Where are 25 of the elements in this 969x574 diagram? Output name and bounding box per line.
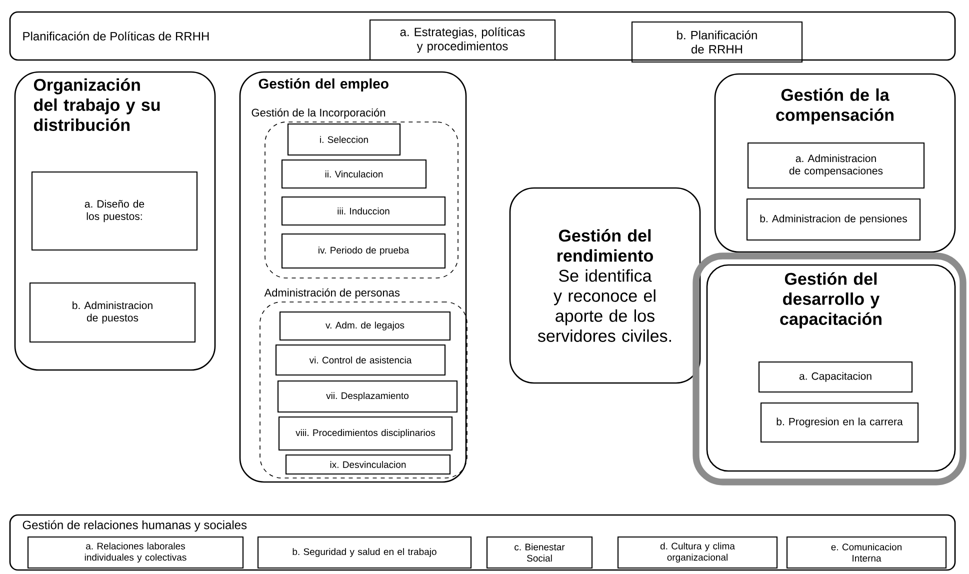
item-box: b. Progresion en la carrera	[760, 402, 919, 443]
item-box: vii. Desplazamiento	[277, 380, 458, 413]
item-box: a. Diseño de los puestos:	[31, 171, 198, 251]
item-box: b. Seguridad y salud en el trabajo	[257, 536, 472, 569]
item-box: a. Capacitacion	[758, 361, 913, 393]
item-box: d. Cultura y clima organizacional	[617, 536, 778, 569]
item-box: b. Planificación de RRHH	[631, 21, 803, 63]
item-box: e. Comunicacion Interna	[786, 536, 947, 569]
item-box: ii. Vinculacion	[281, 159, 427, 189]
item-box: b. Administracion de pensiones	[746, 198, 921, 241]
item-box: a. Relaciones laborales individuales y colectivas	[27, 536, 244, 569]
node-label: Gestión de la Incorporación	[252, 108, 386, 119]
item-box: iii. Induccion	[281, 196, 446, 226]
item-box: c. Bienestar Social	[486, 536, 593, 569]
item-box: vi. Control de asistencia	[275, 344, 446, 376]
item-box: b. Administracion de puestos	[29, 282, 196, 343]
item-box: a. Estrategias, políticas y procedimientos	[369, 19, 556, 61]
item-box: iv. Periodo de prueba	[281, 233, 446, 269]
item-box: ix. Desvinculacion	[285, 454, 451, 475]
item-box: a. Administracion de compensaciones	[747, 142, 925, 189]
area-box: Gestión del rendimiento Se identifica y reconoce el aporte de los servidores civiles.	[509, 187, 701, 384]
node-label: Administración de personas	[264, 288, 400, 299]
item-box: i. Seleccion	[287, 123, 401, 156]
item-box: viii. Procedimientos disciplinarios	[278, 416, 453, 451]
item-box: v. Adm. de legajos	[279, 311, 451, 341]
